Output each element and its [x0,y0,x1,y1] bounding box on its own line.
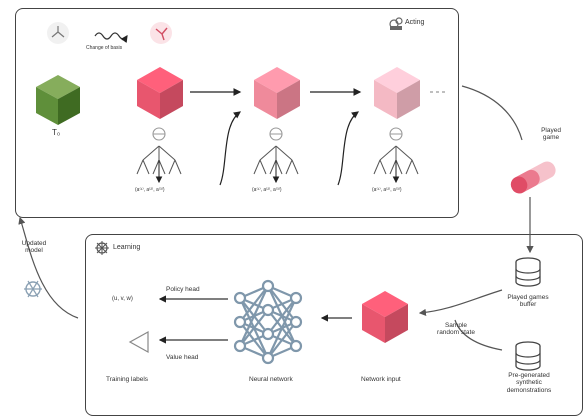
played-games-buffer-label: Played games buffer [507,294,549,309]
nn-node [261,303,275,317]
tensor-basis-icon-right [150,22,172,44]
cube-left-face [374,80,397,119]
tree-leaf-edge [291,159,299,175]
learning-icon [95,241,109,255]
cube-left-face [362,304,385,343]
tensor-t0-cube [36,75,80,125]
search-tree-3 [373,127,419,184]
tree-leaf-edge [253,159,261,175]
nn-node [261,279,275,293]
cube-right-face [385,304,408,343]
search-tree-2 [253,127,299,184]
network-input-label: Network input [361,376,401,383]
tree-leaf-edge [158,159,166,175]
updated-model-label: Updated model [21,240,47,255]
search-tree-1 [136,127,182,184]
tree-leaf-edge [152,159,160,175]
state-cube-3 [374,67,420,119]
nn-node [289,315,303,329]
sample-random-state-label: Sample random state [437,322,475,337]
nn-node [233,339,247,353]
value-label-triangle [128,330,149,354]
nn-edge [239,285,269,323]
nn-node [261,327,275,341]
tree-leaf-edge [269,159,277,175]
tree-leaf-edge [275,159,283,175]
nn-edge [267,297,297,359]
played-games-buffer-db [515,257,541,287]
tree-leaf-edge [259,159,267,175]
tree-leaf-edge [389,159,397,175]
tree-leaf-edge [411,159,419,175]
tree-leaf-edge [174,159,182,175]
tree-leaf-edge [395,159,403,175]
nn-edge [267,297,297,335]
played-game-label: Played game [541,127,561,142]
tree-leaf-edge [379,159,387,175]
policy-triple-1: (a⁽¹⁾, a⁽²⁾, a⁽³⁾) [135,187,165,193]
tree-leaf-edge [136,159,144,175]
nn-node [289,339,303,353]
nn-edge [239,309,269,347]
tree-leaf-edge [168,159,176,175]
value-head-label: Value head [166,354,199,361]
tree-leaf-edge [373,159,381,175]
network-input-cube [362,291,408,343]
curve-arrow-tree1-to-cube2 [219,111,241,186]
nn-edge [239,285,269,347]
tree-leaf-edge [405,159,413,175]
tensor-basis-icon-left [47,22,69,44]
tree-edge [395,145,413,161]
curve-arrow-tree2-to-cube3 [337,111,359,186]
cube-left-face [137,80,160,119]
tree-edge [275,145,293,161]
policy-triple-2: (a⁽¹⁾, a⁽²⁾, a⁽³⁾) [252,187,282,193]
change-of-basis-label: Change of basis [86,45,123,51]
state-cube-1 [137,67,183,119]
cube-left-face [254,80,277,119]
learning-panel [85,234,583,416]
synthetic-demos-label: Pre-generated synthetic demonstrations [506,372,552,394]
change-of-basis-wave-arrow [94,32,128,43]
sample-from-buffer-arrow [418,289,503,316]
acting-title: Acting [405,19,425,26]
nn-node [289,291,303,305]
neural-network-graph [233,279,303,365]
cube-right-face [277,80,300,119]
played-game-token [510,161,556,194]
arrow-to-played-game [461,85,523,141]
nn-edge [267,321,297,359]
nn-node [233,291,247,305]
cube-right-face [160,80,183,119]
tree-edge [379,145,397,161]
uvw-label: (u, v, w) [112,296,133,302]
learning-title: Learning [113,244,141,251]
cube-right-face [397,80,420,119]
nn-node [261,351,275,365]
tree-leaf-edge [142,159,150,175]
synthetic-demos-db [515,341,541,371]
acting-icon [389,17,403,30]
updated-model-icon [24,280,42,298]
policy-head-label: Policy head [166,286,200,293]
state-cube-2 [254,67,300,119]
tree-edge [259,145,277,161]
nn-node [233,315,247,329]
tree-leaf-edge [285,159,293,175]
tree-edge [142,145,160,161]
training-labels-label: Training labels [106,376,149,383]
tree-edge [158,145,176,161]
sample-from-synthetic-arrow [454,319,503,351]
t0-label: T₀ [52,128,61,137]
updated-model-return-arc [18,216,79,319]
neural-network-label: Neural network [249,376,293,383]
policy-triple-3: (a⁽¹⁾, a⁽²⁾, a⁽³⁾) [372,187,402,193]
